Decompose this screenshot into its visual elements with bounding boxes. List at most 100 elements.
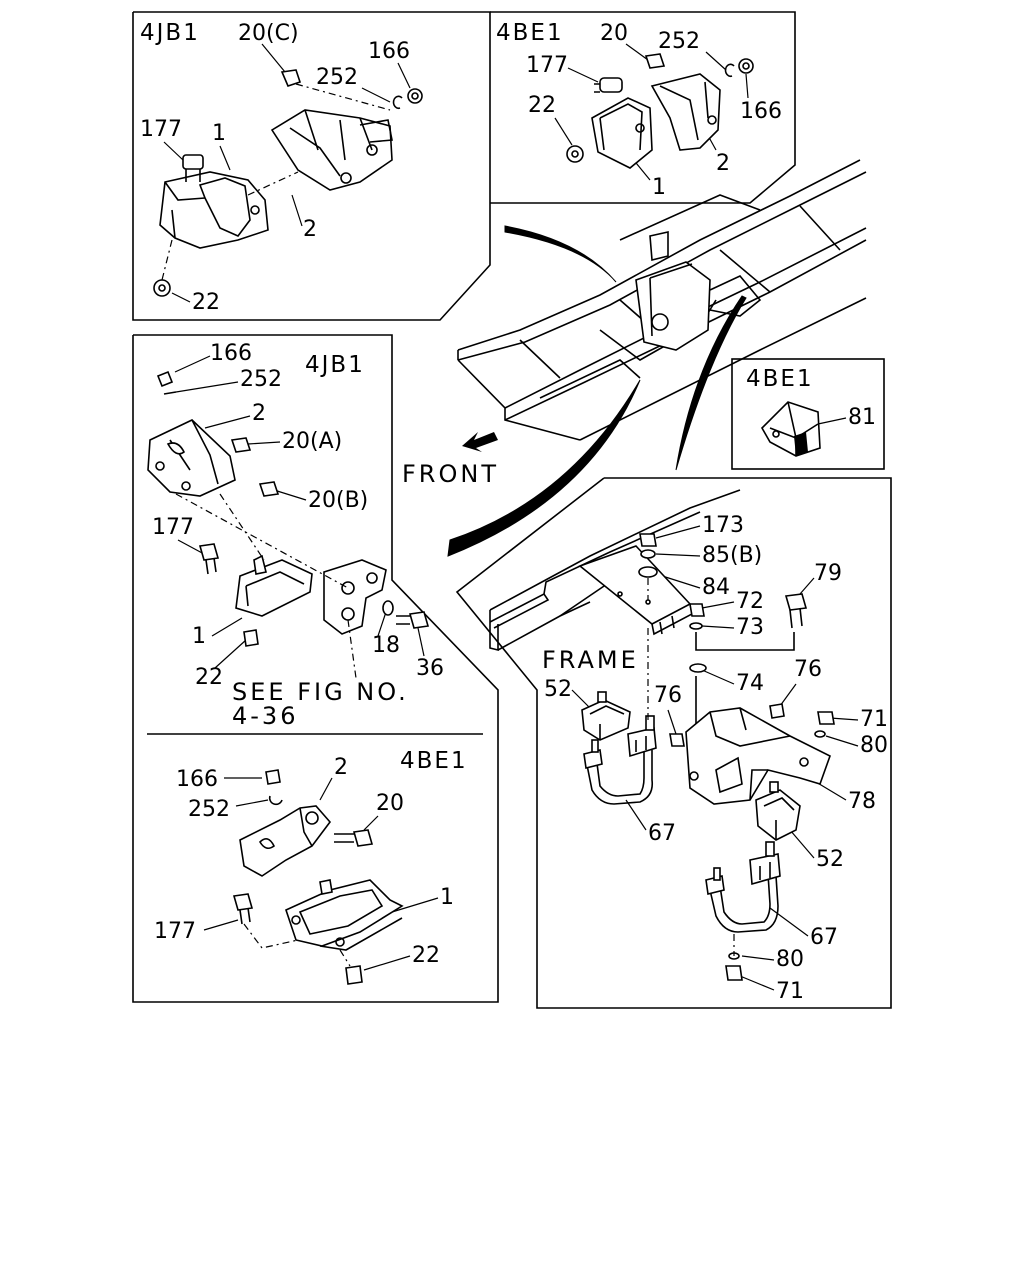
tr-washer-252 bbox=[724, 63, 735, 78]
br-bracket-67b bbox=[705, 841, 781, 933]
tl-washer-252 bbox=[392, 95, 403, 110]
ml-bracket-ref bbox=[323, 559, 387, 635]
tr-label-22: 22 bbox=[528, 93, 556, 118]
tl-label-177: 177 bbox=[140, 117, 182, 142]
ml-label-2: 2 bbox=[252, 401, 266, 426]
bl-bolt-20 bbox=[334, 829, 374, 847]
br-nut-173 bbox=[639, 533, 657, 547]
br-centerlines bbox=[647, 628, 735, 956]
tl-label-1: 1 bbox=[212, 121, 226, 146]
tl-label-20c: 20(C) bbox=[238, 21, 299, 46]
tr-mount-1 bbox=[591, 97, 653, 169]
panel-mid-left-border bbox=[132, 334, 499, 1003]
tr-header: 4BE1 bbox=[496, 20, 564, 46]
ml-label-1: 1 bbox=[192, 624, 206, 649]
tl-centerlines bbox=[161, 83, 391, 281]
br-label-79: 79 bbox=[814, 561, 842, 586]
tr-leaders bbox=[554, 43, 749, 181]
bl-header: 4BE1 bbox=[400, 748, 468, 774]
br-bracket-67a bbox=[583, 715, 657, 805]
bl-label-166: 166 bbox=[176, 767, 218, 792]
ml-label-36: 36 bbox=[416, 656, 444, 681]
sb-part-81 bbox=[761, 401, 821, 457]
br-label-71b: 71 bbox=[776, 979, 804, 1004]
panel-top-right-border bbox=[490, 11, 796, 204]
ml-label-18: 18 bbox=[372, 633, 400, 658]
br-label-72: 72 bbox=[736, 589, 764, 614]
br-label-76a: 76 bbox=[654, 683, 682, 708]
br-mount-52a bbox=[581, 691, 631, 741]
panel-top-left-border bbox=[132, 11, 491, 321]
bl-nut-22 bbox=[345, 965, 363, 985]
br-label-84: 84 bbox=[702, 575, 730, 600]
br-frame-rail bbox=[489, 489, 741, 652]
ml-centerlines bbox=[175, 493, 357, 679]
bl-leaders bbox=[203, 777, 439, 971]
ml-note-line1: SEE FIG NO. bbox=[232, 678, 409, 706]
tl-mount-1 bbox=[159, 171, 269, 249]
ml-label-177: 177 bbox=[152, 515, 194, 540]
bl-bolt-177 bbox=[232, 893, 254, 925]
tl-label-22: 22 bbox=[192, 290, 220, 315]
tr-label-20: 20 bbox=[600, 21, 628, 46]
tr-nut-166 bbox=[738, 58, 754, 74]
br-frame-label: FRAME bbox=[542, 646, 639, 674]
br-nut-71b bbox=[725, 965, 743, 981]
tr-label-166: 166 bbox=[740, 99, 782, 124]
bl-centerlines bbox=[243, 923, 351, 967]
br-label-80a: 80 bbox=[860, 733, 888, 758]
br-crossmember-78 bbox=[685, 707, 831, 805]
ml-washer-18 bbox=[382, 600, 394, 616]
br-frame-plate bbox=[578, 545, 693, 636]
bl-bracket-2 bbox=[239, 805, 332, 877]
br-label-67a: 67 bbox=[648, 821, 676, 846]
br-mount-52b bbox=[755, 781, 801, 841]
front-arrow-icon bbox=[462, 432, 498, 452]
panel-bottom-right-border bbox=[455, 477, 892, 1009]
tl-header: 4JB1 bbox=[140, 20, 200, 46]
tr-label-1: 1 bbox=[652, 175, 666, 200]
bl-label-252: 252 bbox=[188, 797, 230, 822]
br-washer-74 bbox=[689, 663, 707, 673]
br-label-76b: 76 bbox=[794, 657, 822, 682]
tl-bolt-20c bbox=[280, 69, 302, 87]
br-label-71a: 71 bbox=[860, 707, 888, 732]
ml-bolt-177 bbox=[198, 543, 220, 575]
ml-bolt-20b bbox=[258, 481, 280, 497]
br-label-74: 74 bbox=[736, 671, 764, 696]
br-bolt-76b bbox=[769, 703, 785, 719]
tr-label-177: 177 bbox=[526, 53, 568, 78]
panel-small-box-border bbox=[731, 358, 885, 470]
br-washer-84 bbox=[638, 566, 658, 578]
ml-note-line2: 4-36 bbox=[232, 702, 298, 730]
ml-leaders bbox=[174, 355, 425, 669]
bl-label-177: 177 bbox=[154, 919, 196, 944]
ml-bolt-36 bbox=[396, 611, 430, 629]
ml-header: 4JB1 bbox=[305, 352, 365, 378]
br-bolt-76a bbox=[669, 733, 685, 747]
bl-washer-252 bbox=[268, 795, 283, 806]
ml-label-22: 22 bbox=[195, 665, 223, 690]
sb-label-81: 81 bbox=[848, 405, 876, 430]
br-washer-73 bbox=[689, 622, 703, 630]
bl-nut-166 bbox=[265, 769, 281, 785]
tr-label-2: 2 bbox=[716, 151, 730, 176]
tl-leaders bbox=[163, 43, 411, 303]
br-label-52a: 52 bbox=[544, 677, 572, 702]
chassis-engine-block bbox=[635, 231, 762, 351]
br-label-78: 78 bbox=[848, 789, 876, 814]
tl-label-166: 166 bbox=[368, 39, 410, 64]
bl-label-22: 22 bbox=[412, 943, 440, 968]
tl-nut-166 bbox=[407, 88, 423, 104]
br-nut-71a bbox=[817, 711, 835, 725]
bl-label-20: 20 bbox=[376, 791, 404, 816]
chassis-curve-right bbox=[675, 295, 747, 471]
br-bolt-79 bbox=[784, 593, 808, 629]
br-washer-80a bbox=[814, 730, 826, 738]
tr-bolt-20 bbox=[644, 53, 666, 69]
ml-nut-166 bbox=[156, 370, 174, 388]
bl-label-1: 1 bbox=[440, 885, 454, 910]
chassis-curve-left bbox=[504, 225, 617, 283]
ml-bolt-20a bbox=[230, 437, 252, 453]
